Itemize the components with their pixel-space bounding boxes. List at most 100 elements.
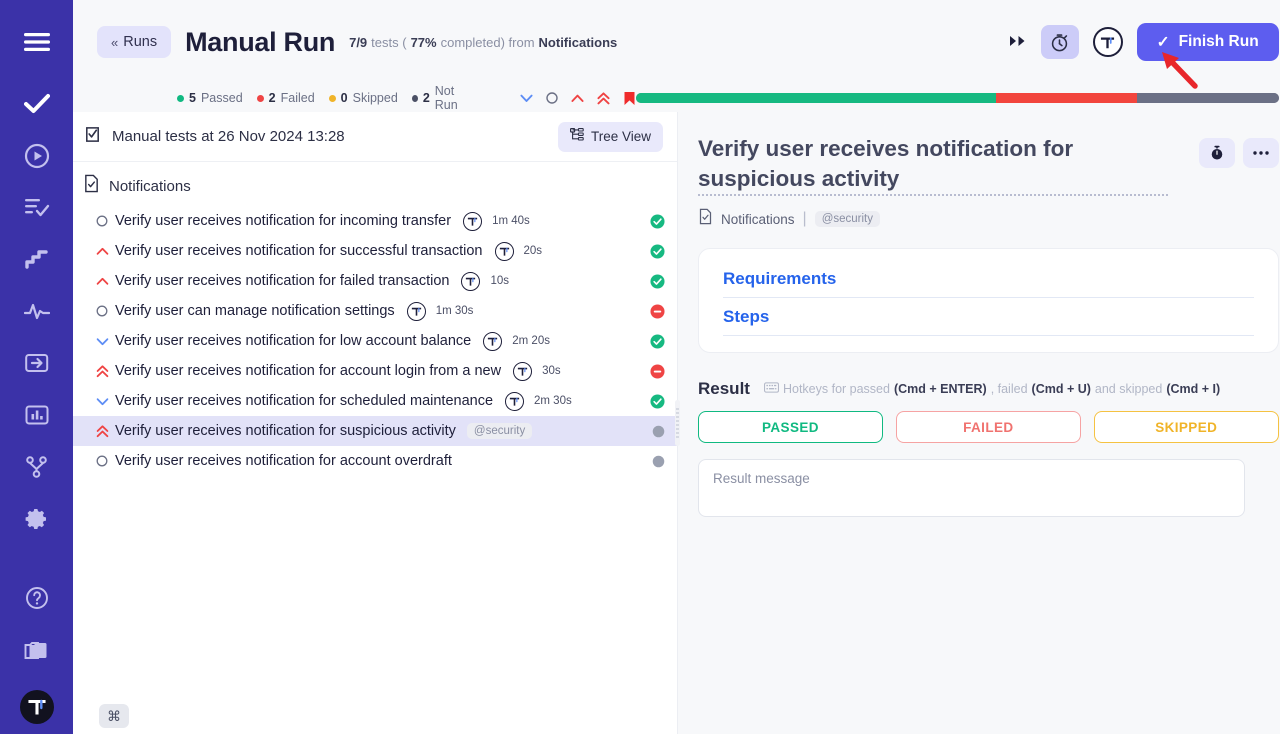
test-status-passed-icon[interactable] bbox=[650, 213, 665, 229]
result-failed-button[interactable]: FAILED bbox=[895, 411, 1081, 444]
test-duration: 2m 20s bbox=[512, 335, 550, 347]
bar-chart-icon[interactable] bbox=[17, 395, 57, 435]
user-avatar[interactable] bbox=[1092, 27, 1123, 57]
count-notrun-value: 2 bbox=[422, 91, 430, 105]
activity-pulse-icon[interactable] bbox=[17, 291, 57, 331]
priority-none-icon[interactable] bbox=[89, 305, 115, 317]
priority-high-icon[interactable] bbox=[89, 247, 115, 256]
priority-low-icon[interactable] bbox=[89, 337, 115, 346]
hotkey-failed: (Cmd + U) bbox=[1031, 382, 1091, 397]
clipboard-check-icon bbox=[83, 125, 102, 149]
test-status-notrun-icon[interactable] bbox=[652, 455, 665, 468]
test-status-passed-icon[interactable] bbox=[650, 243, 665, 259]
progress-failed bbox=[996, 93, 1138, 103]
assignee-avatar[interactable] bbox=[463, 211, 483, 231]
file-check-icon bbox=[698, 208, 713, 230]
assignee-avatar[interactable] bbox=[461, 271, 481, 291]
help-circle-icon[interactable] bbox=[17, 578, 57, 618]
detail-more-button[interactable] bbox=[1242, 138, 1279, 168]
detail-title[interactable]: Verify user receives notification for su… bbox=[698, 134, 1168, 197]
breadcrumb-suite[interactable]: Notifications bbox=[721, 211, 795, 227]
top-bar: « Runs Manual Run 7/9 tests ( 77% comple… bbox=[73, 0, 1280, 84]
steps-section-link[interactable]: Steps bbox=[723, 307, 1254, 337]
breadcrumb-tag[interactable]: @security bbox=[814, 211, 880, 228]
priority-critical-icon[interactable] bbox=[89, 424, 115, 438]
test-row[interactable]: Verify user receives notification for ac… bbox=[73, 446, 677, 476]
test-group-row[interactable]: Notifications bbox=[73, 162, 677, 206]
priority-none-icon[interactable] bbox=[89, 455, 115, 467]
test-duration: 1m 30s bbox=[435, 305, 474, 317]
progress-passed bbox=[636, 93, 997, 103]
breadcrumb-separator: | bbox=[802, 210, 807, 228]
chevron-down-icon[interactable] bbox=[520, 94, 533, 103]
tree-view-button[interactable]: Tree View bbox=[557, 121, 663, 152]
assignee-avatar[interactable] bbox=[483, 331, 503, 351]
pane-resize-handle[interactable] bbox=[668, 112, 686, 734]
priority-none-icon[interactable] bbox=[89, 215, 115, 227]
test-tag[interactable]: @security bbox=[466, 423, 533, 439]
test-status-passed-icon[interactable] bbox=[650, 273, 665, 289]
git-branch-icon[interactable] bbox=[17, 447, 57, 487]
circle-icon[interactable] bbox=[546, 92, 559, 104]
assignee-avatar[interactable] bbox=[494, 241, 514, 261]
flag-icon[interactable] bbox=[623, 91, 636, 106]
assignee-avatar[interactable] bbox=[406, 301, 426, 321]
requirements-section-link[interactable]: Requirements bbox=[723, 269, 1254, 299]
test-status-failed-icon[interactable] bbox=[650, 303, 665, 319]
test-row[interactable]: Verify user receives notification for lo… bbox=[73, 326, 677, 356]
steps-icon[interactable] bbox=[17, 239, 57, 279]
result-passed-button[interactable]: PASSED bbox=[698, 411, 883, 444]
priority-low-icon[interactable] bbox=[89, 397, 115, 406]
double-chevron-up-icon[interactable] bbox=[597, 91, 610, 105]
run-timer-button[interactable] bbox=[1040, 25, 1079, 59]
test-duration: 10s bbox=[490, 275, 510, 287]
import-icon[interactable] bbox=[17, 343, 57, 383]
status-counts: 5 Passed 2 Failed 0 Skipped 2 Not Run bbox=[177, 84, 474, 112]
play-circle-icon[interactable] bbox=[17, 136, 57, 176]
test-row[interactable]: Verify user receives notification for ac… bbox=[73, 356, 677, 386]
check-icon[interactable] bbox=[17, 84, 57, 124]
hotkey-failed-word: , failed bbox=[990, 382, 1028, 397]
back-to-runs-button[interactable]: « Runs bbox=[97, 26, 172, 58]
detail-timer-button[interactable] bbox=[1198, 138, 1235, 168]
fast-forward-icon[interactable] bbox=[1009, 35, 1027, 50]
cmd-key-badge[interactable]: ⌘ bbox=[99, 704, 129, 728]
test-status-passed-icon[interactable] bbox=[650, 333, 665, 349]
priority-high-icon[interactable] bbox=[89, 277, 115, 286]
count-failed-label: Failed bbox=[280, 91, 315, 105]
priority-critical-icon[interactable] bbox=[89, 364, 115, 378]
test-status-notrun-icon[interactable] bbox=[652, 425, 665, 438]
finish-run-button[interactable]: ✓ Finish Run bbox=[1136, 23, 1279, 61]
assignee-avatar[interactable] bbox=[505, 391, 525, 411]
test-row[interactable]: Verify user receives notification for in… bbox=[73, 206, 677, 236]
assignee-avatar[interactable] bbox=[513, 361, 533, 381]
test-row[interactable]: Verify user receives notification for sc… bbox=[73, 386, 677, 416]
run-percent: 77% bbox=[410, 34, 437, 50]
gear-icon[interactable] bbox=[17, 499, 57, 539]
test-status-failed-icon[interactable] bbox=[650, 363, 665, 379]
hamburger-menu-icon[interactable] bbox=[17, 22, 57, 62]
left-nav-rail bbox=[0, 0, 73, 734]
list-check-icon[interactable] bbox=[17, 188, 57, 228]
stopwatch-icon bbox=[1211, 145, 1222, 160]
test-duration: 1m 40s bbox=[492, 215, 530, 227]
test-row[interactable]: Verify user receives notification for su… bbox=[73, 416, 677, 446]
back-to-runs-label: Runs bbox=[123, 34, 158, 50]
result-message-input[interactable] bbox=[698, 459, 1245, 518]
file-check-icon bbox=[83, 174, 100, 198]
test-row[interactable]: Verify user can manage notification sett… bbox=[73, 296, 677, 326]
folder-icon[interactable] bbox=[17, 630, 57, 670]
app-logo-icon[interactable] bbox=[19, 690, 54, 724]
chevron-up-icon[interactable] bbox=[571, 94, 584, 103]
test-group-name: Notifications bbox=[109, 177, 191, 195]
test-list-header: Manual tests at 26 Nov 2024 13:28 Tree V… bbox=[73, 112, 677, 162]
test-status-passed-icon[interactable] bbox=[650, 393, 665, 409]
hotkey-and-word: and skipped bbox=[1094, 382, 1163, 397]
count-passed-value: 5 bbox=[189, 91, 196, 105]
test-row[interactable]: Verify user receives notification for fa… bbox=[73, 266, 677, 296]
result-skipped-button[interactable]: SKIPPED bbox=[1093, 411, 1279, 444]
test-row[interactable]: Verify user receives notification for su… bbox=[73, 236, 677, 266]
run-completed-word: completed) from bbox=[440, 34, 535, 50]
run-source: Notifications bbox=[538, 34, 618, 50]
test-duration: 20s bbox=[523, 245, 543, 257]
